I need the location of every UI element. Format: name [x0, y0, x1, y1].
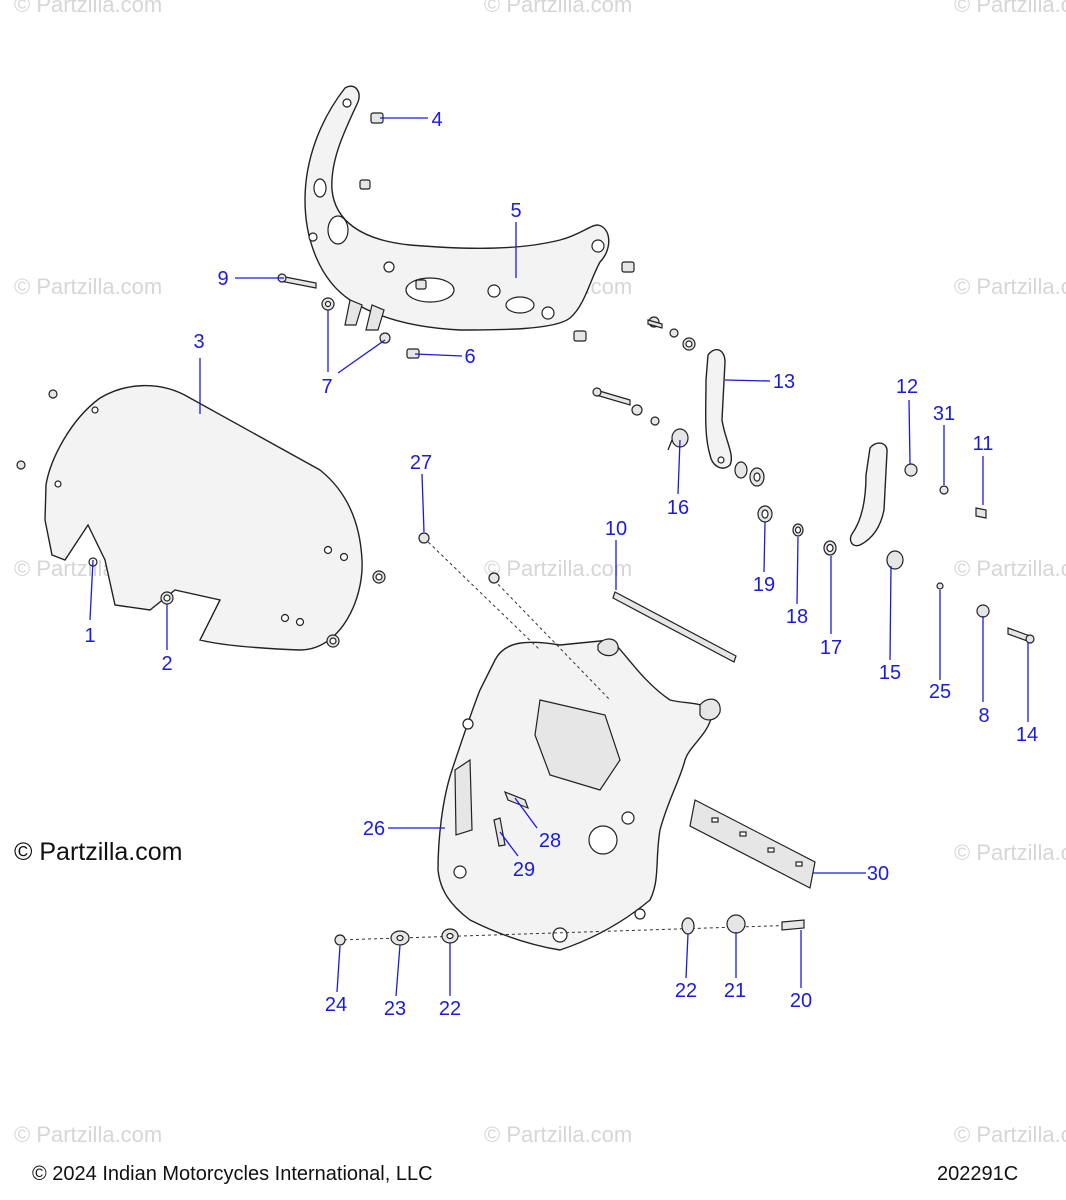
- callout-9: 9: [217, 268, 228, 290]
- callout-11: 11: [973, 433, 994, 455]
- watermark: © Partzilla.com: [954, 0, 1066, 17]
- callout-1: 1: [84, 625, 95, 647]
- arm-right: [757, 442, 1035, 644]
- side-bracket: [689, 799, 816, 889]
- main-frame: [437, 638, 721, 951]
- callout-24: 24: [325, 994, 347, 1016]
- bracket-hardware: [277, 112, 635, 359]
- watermark: © Partzilla.com: [14, 0, 163, 17]
- callout-28: 28: [539, 830, 561, 852]
- callout-18: 18: [786, 606, 808, 628]
- leader-lines: [89, 117, 1029, 997]
- watermark: © Partzilla.com: [14, 274, 163, 299]
- watermark: © Partzilla.com: [954, 274, 1066, 299]
- watermark: © Partzilla.com: [484, 1122, 633, 1147]
- callout-5: 5: [510, 200, 521, 222]
- callout-3: 3: [193, 331, 204, 353]
- callout-15: 15: [879, 662, 901, 684]
- shaft: [612, 591, 737, 663]
- callout-14: 14: [1016, 724, 1038, 746]
- upper-bracket: [304, 85, 610, 331]
- callout-22b: 22: [439, 998, 461, 1020]
- windshield-fasteners: [16, 389, 386, 648]
- callout-16: 16: [667, 497, 689, 519]
- watermark: © Partzilla.com: [484, 556, 633, 581]
- copyright-text: © 2024 Indian Motorcycles International,…: [32, 1163, 433, 1185]
- spring-16: [667, 428, 689, 451]
- callout-27: 27: [410, 452, 432, 474]
- watermark: © Partzilla.com: [954, 840, 1066, 865]
- callout-6: 6: [464, 346, 475, 368]
- callout-25: 25: [929, 681, 951, 703]
- callout-10: 10: [605, 518, 627, 540]
- callout-8: 8: [978, 705, 989, 727]
- watermark: © Partzilla.com: [484, 0, 633, 17]
- windshield: [44, 384, 363, 651]
- callout-23: 23: [384, 998, 406, 1020]
- callout-31: 31: [933, 403, 955, 425]
- callout-22: 22: [675, 980, 697, 1002]
- arm-left: [592, 316, 765, 487]
- callout-20: 20: [790, 990, 812, 1012]
- callout-30: 30: [867, 863, 889, 885]
- diagram-id: 202291C: [937, 1163, 1019, 1185]
- watermark: © Partzilla.com: [954, 556, 1066, 581]
- callout-17: 17: [820, 637, 842, 659]
- callout-7: 7: [321, 376, 332, 398]
- watermark: © Partzilla.com: [14, 1122, 163, 1147]
- brand-logo-text: © Partzilla.com: [14, 838, 183, 866]
- watermark: © Partzilla.com: [954, 1122, 1066, 1147]
- guide-lines: [337, 532, 801, 941]
- callout-21: 21: [724, 980, 746, 1002]
- callout-2: 2: [161, 653, 172, 675]
- callout-12: 12: [896, 376, 918, 398]
- callout-13: 13: [773, 371, 795, 393]
- callout-labels: 1 2 3 4 5 6 7 8 9 10 11 12 13 14 15 16 1…: [84, 109, 1038, 1020]
- callout-4: 4: [431, 109, 442, 131]
- callout-26: 26: [363, 818, 385, 840]
- callout-19: 19: [753, 574, 775, 596]
- callout-29: 29: [513, 859, 535, 881]
